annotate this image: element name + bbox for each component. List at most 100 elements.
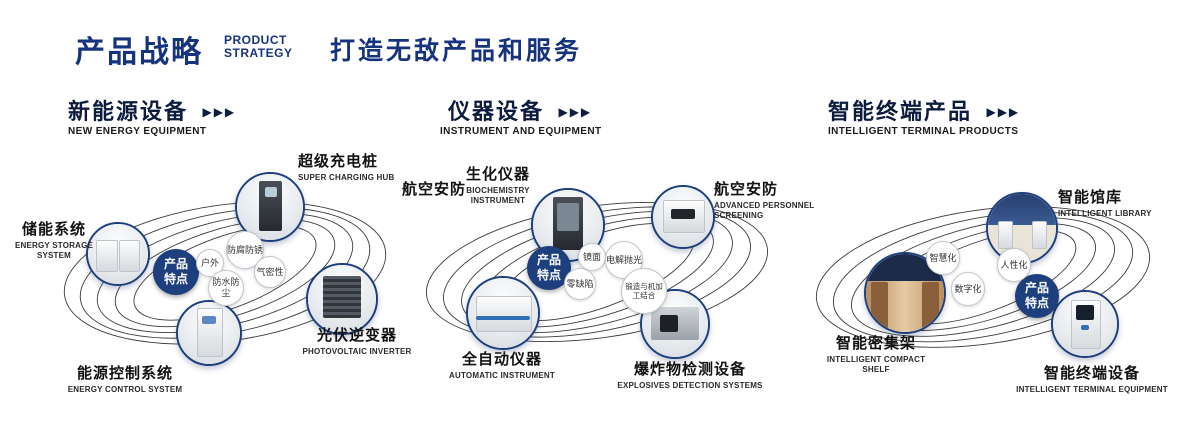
feature-bubble: 智慧化 [926, 241, 960, 275]
product-image-terminal-equipment [1051, 290, 1119, 358]
product-label-biochemistry-instrument: 生化仪器 BIOCHEMISTRY INSTRUMENT [442, 163, 554, 207]
feature-label: 防水防尘 [212, 277, 240, 298]
feature-label: 气密性 [256, 266, 284, 277]
product-name-en: ADVANCED PERSONNEL SCREENING [714, 201, 815, 221]
inverter-cabinet-shape [322, 275, 362, 319]
product-name-cn: 超级充电桩 [298, 153, 379, 170]
label-aviation-security-side: 航空安防 [402, 178, 472, 199]
product-photo [866, 254, 944, 332]
product-name-cn: 航空安防 [714, 181, 779, 198]
product-name-en: SUPER CHARGING HUB [298, 173, 395, 182]
detector-tunnel-shape [660, 314, 678, 332]
product-name-en: INTELLIGENT TERMINAL EQUIPMENT [1016, 385, 1168, 394]
product-name-en: EXPLOSIVES DETECTION SYSTEMS [617, 381, 763, 390]
feature-label: 电解抛光 [606, 254, 643, 265]
feature-label: 数字化 [954, 283, 982, 294]
product-name-en: ENERGY STORAGE SYSTEM [14, 241, 94, 261]
section-heading-intelligent-terminal: 智能终端产品 ▶▶▶ [828, 94, 1020, 126]
section-title: 仪器设备 [448, 99, 545, 124]
kiosk-logo-shape [1081, 325, 1089, 331]
product-name-en: BIOCHEMISTRY INSTRUMENT [466, 186, 530, 206]
feature-bubble: 镜面 [578, 243, 606, 271]
library-ceiling-shape [988, 194, 1056, 225]
product-name-cn: 生化仪器 [465, 166, 530, 183]
product-features-badge: 产品特点 [527, 246, 571, 290]
section-subtitle-new-energy: NEW ENERGY EQUIPMENT [68, 126, 207, 137]
product-label-super-charging-hub: 超级充电桩 SUPER CHARGING HUB [298, 150, 428, 183]
product-name-cn: 智能馆库 [1058, 189, 1123, 206]
shelf-rack-shape [870, 282, 888, 329]
page-title-en: PRODUCT STRATEGY [224, 34, 292, 60]
feature-label: 零缺陷 [566, 278, 594, 289]
product-label-pv-inverter: 光伏逆变器 PHOTOVOLTAIC INVERTER [293, 324, 421, 357]
product-name-cn: 爆炸物检测设备 [633, 361, 746, 378]
product-image-pv-inverter [306, 263, 378, 335]
section-subtitle-intelligent-terminal: INTELLIGENT TERMINAL PRODUCTS [828, 126, 1019, 137]
product-image-super-charging-hub [235, 172, 305, 242]
product-image-compact-shelf [864, 252, 946, 334]
section-heading-new-energy: 新能源设备 ▶▶▶ [68, 94, 236, 126]
product-name-en: PHOTOVOLTAIC INVERTER [302, 347, 412, 356]
product-name-cn: 能源控制系统 [76, 365, 173, 382]
charging-screen-shape [264, 187, 277, 198]
biochem-glass-shape [556, 202, 580, 231]
page-title-en-line2: STRATEGY [224, 46, 293, 60]
feature-bubble: 气密性 [254, 256, 286, 288]
section-title: 智能终端产品 [828, 99, 973, 124]
product-name-cn: 储能系统 [21, 221, 86, 238]
section-subtitle-instrument: INSTRUMENT AND EQUIPMENT [440, 126, 602, 137]
side-label-cn: 航空安防 [402, 181, 467, 198]
feature-label: 智慧化 [929, 252, 957, 263]
product-features-badge: 产品特点 [153, 249, 199, 295]
page-title: 产品战略 [75, 36, 203, 69]
analyzer-body-shape [476, 296, 532, 332]
feature-label: 户外 [200, 257, 219, 268]
section-title: 新能源设备 [68, 99, 189, 124]
product-image-explosives-detection [640, 289, 710, 359]
product-label-explosives-detection: 爆炸物检测设备 EXPLOSIVES DETECTION SYSTEMS [608, 358, 772, 391]
feature-bubble: 数字化 [951, 272, 985, 306]
shelf-rack-shape [922, 282, 940, 329]
product-photo [178, 302, 240, 364]
storage-cabinet-shape [119, 239, 141, 272]
feature-bubble: 人性化 [997, 248, 1031, 282]
page-subtitle: 打造无敌产品和服务 [330, 37, 583, 65]
product-photo [1053, 292, 1117, 356]
feature-bubble: 防水防尘 [208, 270, 244, 306]
product-label-personnel-screening: 航空安防 ADVANCED PERSONNEL SCREENING [714, 178, 822, 222]
triple-chevron-icon: ▶▶▶ [202, 105, 237, 119]
product-name-en: ENERGY CONTROL SYSTEM [67, 385, 183, 394]
product-image-personnel-screening [651, 185, 715, 249]
product-label-energy-storage: 储能系统 ENERGY STORAGE SYSTEM [8, 218, 100, 262]
triple-chevron-icon: ▶▶▶ [986, 105, 1021, 119]
product-image-automatic-instrument [466, 276, 540, 350]
product-label-energy-control: 能源控制系统 ENERGY CONTROL SYSTEM [55, 362, 195, 395]
product-photo [237, 174, 303, 240]
feature-label: 镜面 [582, 251, 601, 262]
badge-label: 产品特点 [537, 253, 562, 282]
orbit-rings-intelligent-terminal [815, 206, 1151, 348]
feature-bubble: 锻造与机加工结合 [621, 268, 667, 314]
page-title-en-line1: PRODUCT [224, 33, 287, 47]
badge-label: 产品特点 [164, 257, 189, 286]
analyzer-stripe-shape [476, 315, 530, 320]
feature-bubble: 零缺陷 [564, 268, 596, 300]
feature-label: 人性化 [1000, 259, 1028, 270]
product-name-cn: 智能终端设备 [1043, 365, 1140, 382]
product-photo [653, 187, 713, 247]
product-name-en: INTELLIGENT COMPACT SHELF [826, 355, 926, 375]
screening-slot-shape [671, 208, 695, 220]
product-name-cn: 光伏逆变器 [316, 327, 397, 344]
product-features-badge: 产品特点 [1015, 274, 1059, 318]
product-name-en: AUTOMATIC INSTRUMENT [449, 371, 555, 380]
product-image-energy-storage [86, 222, 150, 286]
product-image-energy-control [176, 300, 242, 366]
triple-chevron-icon: ▶▶▶ [558, 105, 593, 119]
library-shelf-shape [997, 221, 1014, 250]
product-name-cn: 智能密集架 [835, 335, 916, 352]
product-photo [468, 278, 538, 348]
badge-label: 产品特点 [1025, 281, 1050, 310]
product-photo [88, 224, 148, 284]
section-heading-instrument: 仪器设备 ▶▶▶ [448, 94, 592, 126]
